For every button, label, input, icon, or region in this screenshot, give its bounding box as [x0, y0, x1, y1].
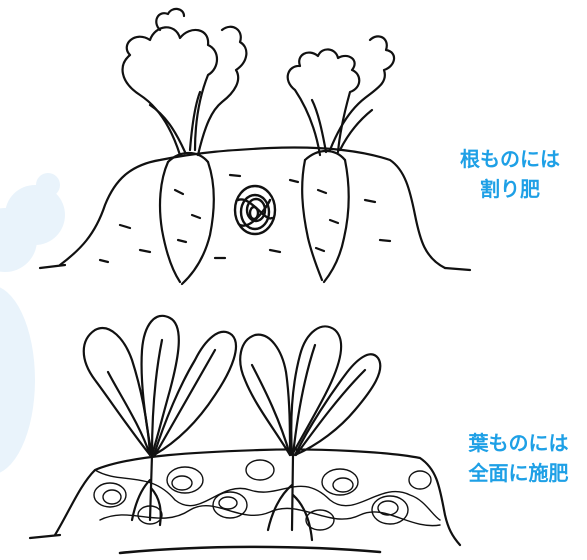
fertilizer-pocket-icon: [233, 184, 277, 236]
water-droplet-bubbles-icon: [0, 173, 65, 473]
root-vegetables-caption-line1: 根ものには: [460, 147, 560, 171]
leaf-vegetables-caption-line2: 全面に施肥: [468, 461, 569, 485]
fertilizer-scribble-icon: [93, 459, 441, 531]
leaf-vegetables-caption: 葉ものには 全面に施肥: [450, 428, 587, 488]
leafy-greens-over-fertilized-soil-icon: [28, 314, 462, 555]
root-vegetables-caption-line2: 割り肥: [480, 177, 540, 201]
leaf-vegetables-caption-line1: 葉ものには: [468, 431, 569, 455]
root-vegetables-caption: 根ものには 割り肥: [440, 144, 580, 204]
radish-in-soil-with-fertilizer-pocket-icon: [38, 7, 472, 286]
